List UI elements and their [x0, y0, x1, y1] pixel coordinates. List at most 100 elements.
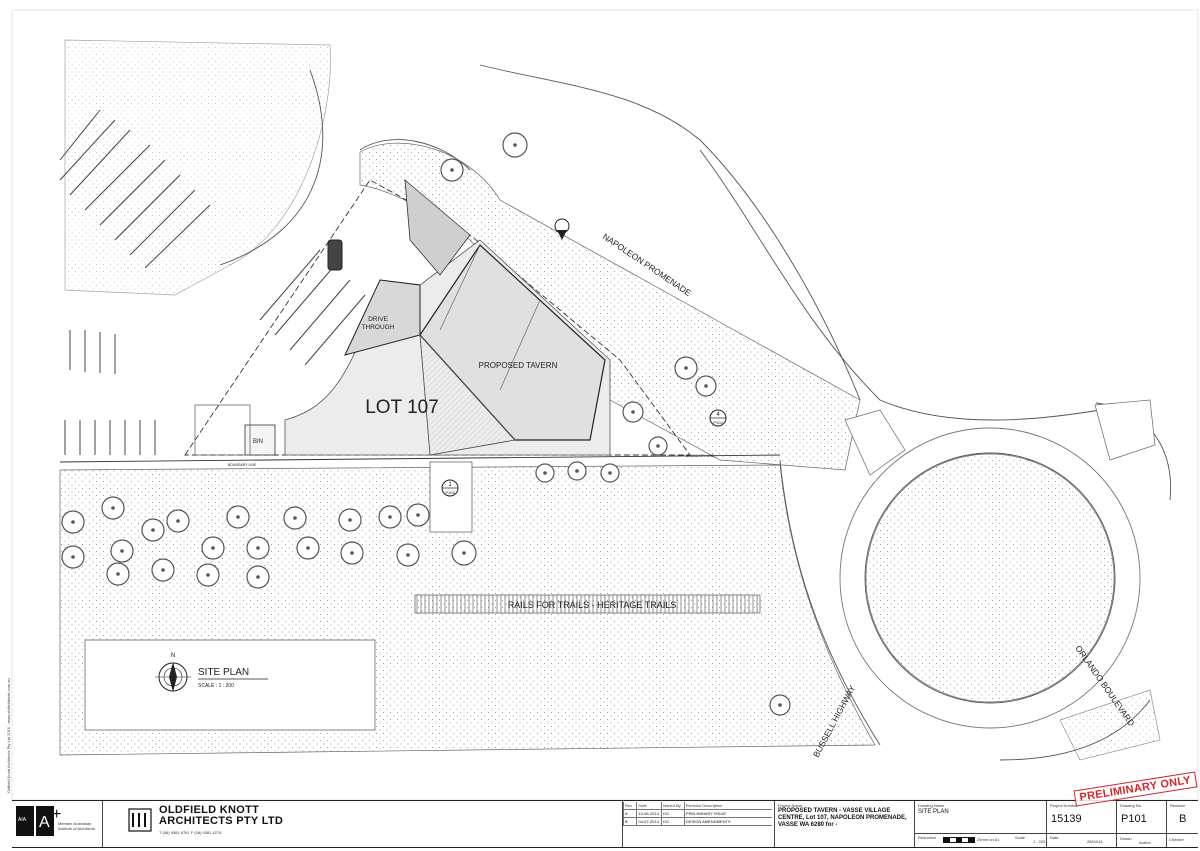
tree-trunk [71, 555, 75, 559]
tree-trunk [631, 410, 635, 414]
revision-cell-text: Revision Description [683, 802, 772, 809]
tree-trunk [778, 703, 782, 707]
revision-cell-text: 10-06-2013 [636, 810, 661, 817]
building-label: PROPOSED TAVERN [479, 361, 558, 370]
parking-bays [59, 109, 366, 455]
tree-trunk [350, 551, 354, 555]
drawing-no: P101 [1121, 813, 1147, 825]
firm-name-line1: OLDFIELD KNOTT [159, 804, 260, 816]
institute-text: Member Australian Institute of Architect… [58, 821, 95, 831]
project-name: PROPOSED TAVERN - VASSE VILLAGE CENTRE, … [778, 808, 907, 828]
revision-cell-text: A [623, 810, 636, 817]
checker-label: Checker [1169, 837, 1184, 842]
bin-store-area [194, 404, 251, 456]
date-value: 28/04/16 [1087, 839, 1103, 844]
tree-trunk [176, 519, 180, 523]
boundary-label: BOUNDARY LINE [228, 463, 257, 467]
trail-label: RAILS FOR TRAILS - HERITAGE TRAILS [508, 600, 677, 610]
reduction-label: Reduction [918, 835, 937, 840]
tree-trunk [513, 143, 517, 147]
tree-trunk [406, 553, 410, 557]
drawing-no-label: Drawing No. [1120, 803, 1143, 808]
tree-trunk [462, 551, 466, 555]
firm-cell: OLDFIELD KNOTT ARCHITECTS PTY LTD T (08)… [102, 801, 602, 847]
firm-contact: T (08) 9381 9761 F (08) 9381 4278 [159, 830, 222, 835]
bin-label: BIN [253, 439, 263, 445]
revision-cell-text: DG [661, 818, 684, 825]
section-marker-number: 4 [716, 412, 720, 418]
tree-trunk [575, 469, 579, 473]
tree-trunk [543, 471, 547, 475]
boundary-label-east: BOUNDARY LINE [686, 454, 715, 458]
reduction-value: 25mm on A1 [977, 837, 1000, 842]
section-marker-4: 4 P104 [709, 409, 727, 427]
drawing-name: SITE PLAN [918, 809, 949, 815]
drawing-name-label: Drawing Name [918, 803, 945, 808]
section-marker-number: 1 [448, 482, 452, 488]
title-block: AIA A + Member Australian Institute of A… [12, 800, 1198, 848]
scale-value: 1 : 200 [1033, 839, 1046, 844]
drive-through-label-line2: THROUGH [362, 324, 395, 331]
project-number-label: Project Number [1050, 803, 1078, 808]
drawing-name-cell: Drawing Name SITE PLAN Reduction 25mm on… [914, 801, 1054, 847]
tree-trunk [704, 384, 708, 388]
tree-trunk [206, 573, 210, 577]
tree-trunk [348, 518, 352, 522]
tree-trunk [608, 471, 612, 475]
site-plan-title: SITE PLAN [198, 667, 249, 678]
site-plan-scale: SCALE : 1 : 200 [198, 683, 234, 689]
drawn-label: Drawn [1120, 836, 1132, 841]
elevation-marker [554, 218, 570, 240]
tree-trunk [120, 549, 124, 553]
tree-trunk [388, 515, 392, 519]
north-arrow: N [155, 653, 191, 692]
project-number: 15139 [1051, 813, 1082, 825]
project-number-cell: Project Number 15139 Date 28/04/16 [1046, 801, 1116, 847]
project-name-cell: Project Name PROPOSED TAVERN - VASSE VIL… [774, 801, 912, 847]
trees [61, 132, 791, 716]
date-label: Date [1050, 835, 1059, 840]
revision-cell: Revision B Checker [1166, 801, 1198, 847]
drawing-no-cell: Drawing No. P101 Drawn Author [1116, 801, 1166, 847]
svg-text:A: A [39, 814, 50, 831]
tree-trunk [450, 168, 454, 172]
street-frontage-line [59, 454, 781, 463]
tree-trunk [71, 520, 75, 524]
drive-through-label-line1: DRIVE [368, 316, 389, 323]
rail-trail-band [414, 594, 761, 614]
revision-cell-text: 04-07-2013 [636, 818, 661, 825]
institute-logo-cell: AIA A + Member Australian Institute of A… [12, 801, 102, 847]
sheet-border [11, 9, 1199, 800]
svg-text:+: + [52, 806, 61, 823]
revision-value: B [1179, 813, 1187, 825]
copyright-side-note: Oldfield Knott Architects Pty Ltd 2016 -… [6, 678, 11, 793]
revision-cell-text: PRELIMINARY ISSUE [683, 810, 772, 817]
tree-trunk [306, 546, 310, 550]
tree-trunk [684, 366, 688, 370]
firm-name-line2: ARCHITECTS PTY LTD [159, 815, 284, 827]
proposed-tavern-building [344, 179, 606, 456]
tree-trunk [256, 546, 260, 550]
institute-logo: AIA A + [16, 806, 61, 836]
tree-trunk [161, 568, 165, 572]
section-marker-sheet: P104 [713, 420, 723, 425]
revision-cell-text: DESIGN AMENDMENTS [683, 818, 772, 825]
tree-trunk [256, 575, 260, 579]
revision-label: Revision [1170, 803, 1186, 808]
tree-trunk [293, 516, 297, 520]
tree-trunk [656, 444, 660, 448]
project-name-label: Project Name [778, 803, 803, 808]
revision-cell-text: DG [661, 810, 684, 817]
section-marker-1: 1 P104 [429, 461, 473, 533]
author-label: Author [1139, 840, 1151, 845]
svg-text:AIA: AIA [18, 817, 27, 823]
site-plan-drawing: 4 P104 1 P104 LOT 107 PROPOSED TAVERN DR… [11, 9, 1199, 800]
tree-trunk [236, 515, 240, 519]
car [327, 239, 343, 271]
revision-cell-text: Rev [623, 802, 636, 809]
